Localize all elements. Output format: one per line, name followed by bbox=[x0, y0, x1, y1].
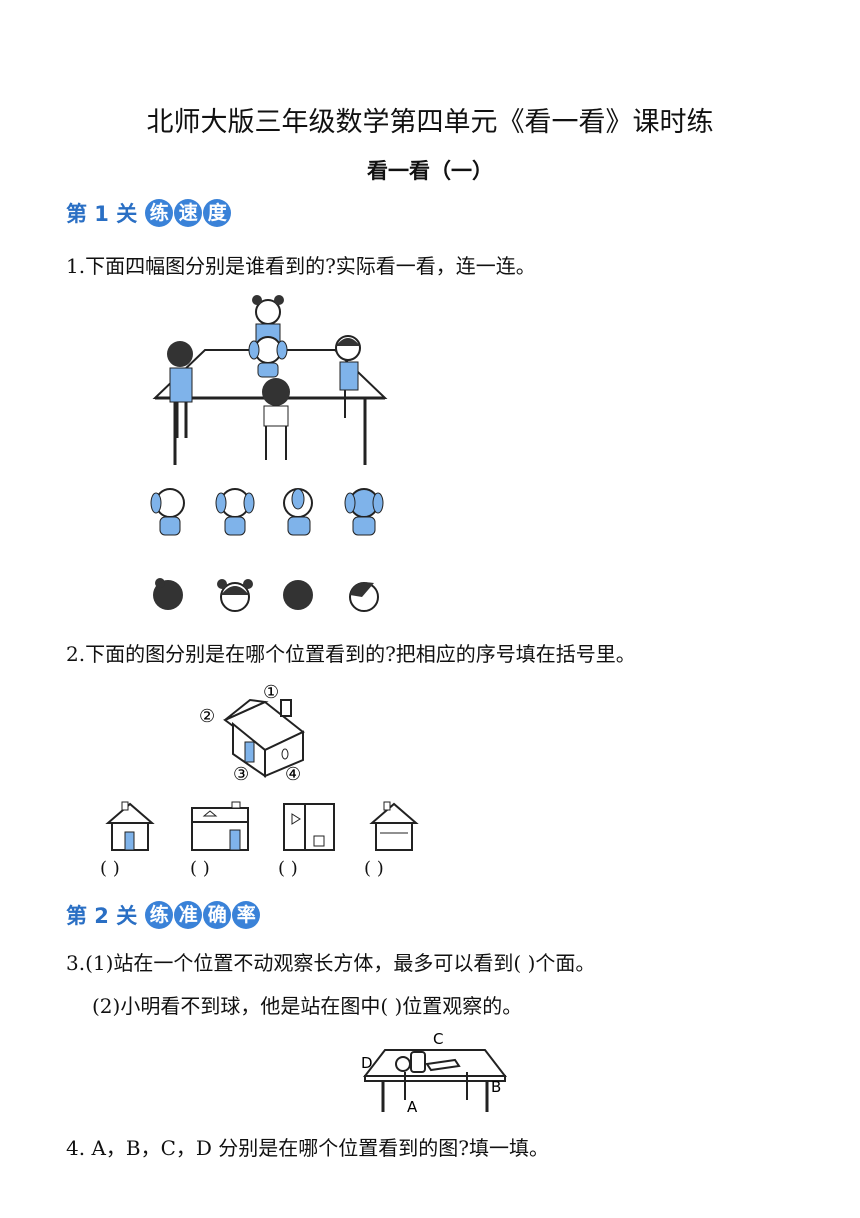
section-badge: 练速度 bbox=[145, 199, 232, 227]
badge-char: 练 bbox=[145, 199, 174, 227]
child-view-1 bbox=[153, 578, 183, 610]
house-view-2 bbox=[191, 801, 249, 851]
house-label-1: ① bbox=[263, 682, 279, 703]
child-views-row bbox=[153, 578, 379, 612]
house-label-2: ② bbox=[199, 706, 215, 727]
house-illustration: ① ② ③ ④ bbox=[199, 682, 305, 785]
question-1: 1.下面四幅图分别是谁看到的?实际看一看，连一连。 bbox=[66, 254, 536, 278]
position-label-a: A bbox=[407, 1098, 418, 1116]
table-objects-illustration: C D B A bbox=[361, 1030, 508, 1116]
question-2: 2.下面的图分别是在哪个位置看到的?把相应的序号填在括号里。 bbox=[66, 642, 636, 666]
table-scene-illustration bbox=[152, 295, 388, 465]
house-label-3: ③ bbox=[233, 764, 249, 785]
badge-char: 率 bbox=[232, 901, 261, 929]
question-3-1: 3.(1)站在一个位置不动观察长方体，最多可以看到( )个面。 bbox=[66, 951, 596, 975]
position-label-d: D bbox=[361, 1054, 373, 1072]
position-label-b: B bbox=[491, 1078, 501, 1096]
section-header-2: 第 2 关 练准确率 bbox=[66, 900, 261, 930]
answer-blank-3[interactable]: ( ) bbox=[278, 858, 298, 879]
badge-char: 练 bbox=[145, 901, 174, 929]
answer-blank-1[interactable]: ( ) bbox=[100, 858, 120, 879]
toy-view-2 bbox=[215, 488, 255, 536]
question-4: 4. A，B，C，D 分别是在哪个位置看到的图?填一填。 bbox=[66, 1136, 549, 1160]
section-label: 第 2 关 bbox=[66, 904, 138, 928]
page-subtitle: 看一看（一） bbox=[367, 158, 493, 183]
toy-view-1 bbox=[150, 488, 185, 536]
child-view-2 bbox=[217, 579, 253, 612]
answer-blank-4[interactable]: ( ) bbox=[364, 858, 384, 879]
question-3-2: (2)小明看不到球，他是站在图中( )位置观察的。 bbox=[92, 994, 523, 1018]
toy-view-4 bbox=[344, 488, 384, 536]
badge-char: 速 bbox=[174, 199, 203, 227]
toy-view-3 bbox=[283, 488, 313, 536]
badge-char: 确 bbox=[203, 901, 232, 929]
answer-blank-2[interactable]: ( ) bbox=[190, 858, 210, 879]
house-view-3 bbox=[283, 803, 335, 851]
house-view-4 bbox=[369, 801, 419, 851]
child-view-4 bbox=[349, 582, 379, 612]
child-view-3 bbox=[283, 580, 313, 610]
toy-views-row bbox=[150, 488, 384, 536]
house-label-4: ④ bbox=[285, 764, 301, 785]
position-label-c: C bbox=[433, 1030, 443, 1048]
section-label: 第 1 关 bbox=[66, 202, 138, 226]
page-title: 北师大版三年级数学第四单元《看一看》课时练 bbox=[146, 107, 714, 138]
badge-char: 准 bbox=[174, 901, 203, 929]
house-views-row bbox=[105, 801, 419, 851]
section-header-1: 第 1 关 练速度 bbox=[66, 198, 232, 228]
house-view-1 bbox=[105, 801, 155, 851]
section-badge: 练准确率 bbox=[145, 901, 261, 929]
badge-char: 度 bbox=[203, 199, 232, 227]
